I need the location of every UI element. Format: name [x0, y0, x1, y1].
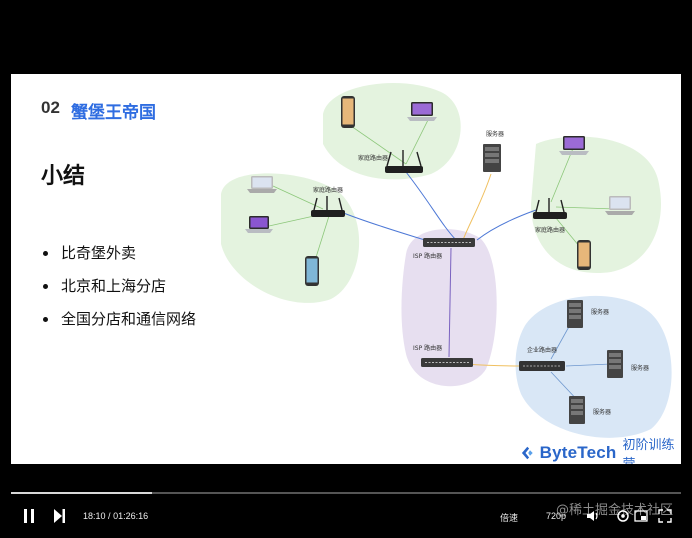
slide-heading: 小结 [41, 164, 86, 189]
isp-zone [401, 229, 497, 387]
server-icon [607, 350, 623, 378]
server-label: 服务器 [631, 364, 649, 372]
speed-button[interactable]: 倍速 [500, 513, 519, 523]
presentation-slide: 家庭路由器 服务器 家庭路由器 家庭路由器 ISP 路由器 ISP 路由器 企业… [11, 74, 681, 464]
time-separator: / [108, 511, 111, 521]
link-top-router-isp [405, 171, 457, 241]
section-title: 蟹堡王帝国 [71, 103, 156, 123]
phone-icon [305, 256, 319, 286]
link-isp-isp [448, 247, 452, 358]
enterprise-router-icon [519, 361, 565, 371]
progress-fill [11, 492, 152, 494]
current-time: 18:10 [83, 511, 106, 521]
bytetech-logo-icon [521, 446, 533, 460]
laptop-icon [605, 196, 635, 215]
bullet-item: 北京和上海分店 [41, 275, 196, 308]
bullet-item: 全国分店和通信网络 [41, 308, 196, 341]
laptop-icon [245, 216, 273, 233]
camp-name: 初阶训练营 [622, 438, 675, 464]
next-icon[interactable] [52, 508, 66, 524]
router-icon [311, 196, 345, 217]
link-server-isp [462, 173, 492, 241]
server-label: 服务器 [486, 130, 504, 138]
laptop-icon [559, 136, 589, 155]
isp-router-label: ISP 路由器 [413, 344, 442, 352]
router-icon [385, 150, 423, 173]
server-icon [569, 396, 585, 424]
server-label: 服务器 [593, 408, 611, 416]
settings-icon[interactable] [616, 509, 630, 523]
quality-button[interactable]: 720p [546, 511, 567, 521]
phone-icon [577, 240, 591, 270]
home-network-zone-right [531, 136, 661, 274]
fullscreen-icon[interactable] [658, 509, 672, 523]
server-icon [483, 144, 501, 172]
laptop-icon [407, 102, 437, 121]
router-label: 家庭路由器 [535, 226, 565, 234]
router-icon [533, 198, 567, 219]
isp-router-label: ISP 路由器 [413, 252, 442, 260]
link-right-router-isp [476, 209, 537, 241]
isp-router-icon [423, 238, 475, 247]
server-label: 服务器 [591, 308, 609, 316]
watermark: @稀土掘金技术社区 [556, 503, 674, 518]
picture-in-picture-icon[interactable] [634, 509, 648, 523]
logo-text: ByteTech [539, 443, 617, 462]
progress-bar[interactable] [11, 492, 681, 494]
network-diagram: 家庭路由器 服务器 家庭路由器 家庭路由器 ISP 路由器 ISP 路由器 企业… [221, 83, 672, 438]
phone-icon [341, 96, 355, 128]
player-controls: 18:10 / 01:26:16 @稀土掘金技术社区 倍速 720p [0, 497, 692, 538]
duration: 01:26:16 [113, 511, 149, 521]
isp-router-icon [421, 358, 473, 367]
router-label: 家庭路由器 [313, 186, 343, 194]
slide-number: 02 [41, 98, 60, 117]
router-label: 家庭路由器 [358, 154, 388, 162]
bullet-item: 比奇堡外卖 [41, 242, 196, 275]
enterprise-zone [515, 295, 672, 438]
home-network-zone-left [221, 173, 360, 303]
time-display: 18:10 / 01:26:16 [83, 511, 148, 521]
pause-icon[interactable] [22, 508, 36, 524]
bytetech-logo: ByteTech 初阶训练营 [521, 434, 681, 464]
server-icon [567, 300, 583, 328]
bullet-list: 比奇堡外卖 北京和上海分店 全国分店和通信网络 [41, 242, 196, 341]
volume-icon[interactable] [586, 509, 600, 523]
laptop-icon [247, 176, 277, 193]
enterprise-router-label: 企业路由器 [527, 346, 557, 354]
